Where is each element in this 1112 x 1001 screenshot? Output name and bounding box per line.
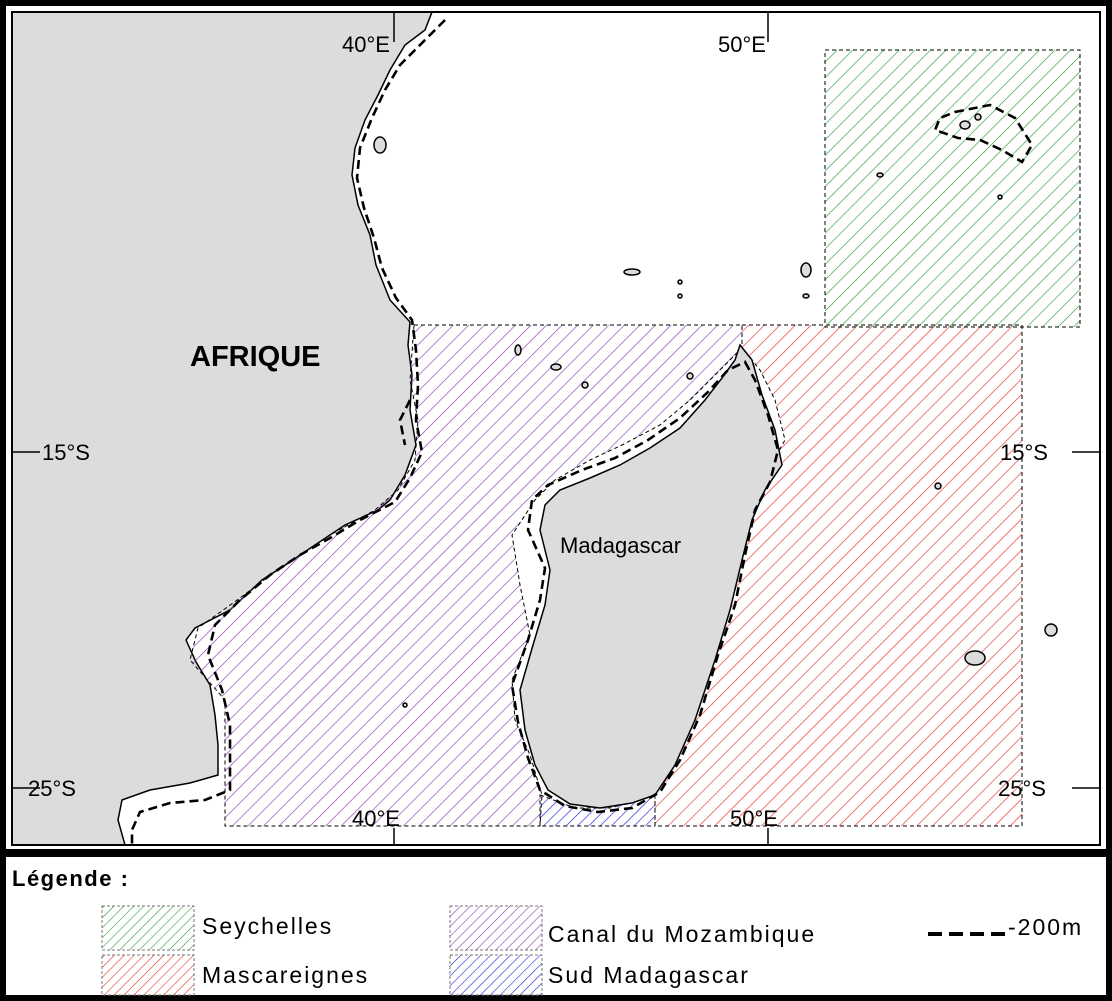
tick-label-left-25s: 25°S — [28, 776, 76, 801]
tick-label-left-15s: 15°S — [42, 440, 90, 465]
map-border — [11, 11, 1101, 846]
legend-title: Légende : — [12, 866, 129, 891]
legend-swatch-mascareignes — [101, 954, 195, 996]
legend-label-sud: Sud Madagascar — [548, 962, 750, 988]
legend: Légende : Seychelles Mascareignes Canal … — [12, 866, 1083, 996]
tick-label-right-15s: 15°S — [1000, 440, 1048, 465]
islands — [373, 113, 1058, 708]
legend-label-canal: Canal du Mozambique — [548, 921, 816, 947]
tick-label-top-40e: 40°E — [342, 32, 390, 57]
legend-label-isobath: -200m — [1008, 914, 1083, 940]
africa-label: AFRIQUE — [190, 341, 321, 373]
map-panel: AFRIQUE Madagascar 40°E 50°E 40°E 50°E 1… — [12, 12, 1100, 845]
legend-swatch-seychelles — [101, 905, 195, 951]
legend-label-mascareignes: Mascareignes — [202, 962, 369, 988]
legend-swatch-canal — [449, 905, 543, 951]
legend-swatch-sud — [449, 954, 543, 996]
legend-divider — [3, 849, 1109, 857]
tick-label-bottom-50e: 50°E — [730, 806, 778, 831]
legend-label-seychelles: Seychelles — [202, 913, 333, 939]
tick-label-top-50e: 50°E — [718, 32, 766, 57]
zone-seychelles — [824, 49, 1081, 328]
madagascar-landmass — [519, 343, 783, 809]
tick-label-right-25s: 25°S — [998, 776, 1046, 801]
tick-label-bottom-40e: 40°E — [352, 806, 400, 831]
zone-mascareignes — [654, 324, 1023, 827]
graticule-ticks — [12, 12, 1100, 845]
isobath-lines — [130, 19, 1034, 845]
madagascar-label: Madagascar — [560, 533, 681, 558]
zone-sud-madagascar — [539, 794, 656, 827]
zone-canal-mozambique — [189, 324, 743, 827]
